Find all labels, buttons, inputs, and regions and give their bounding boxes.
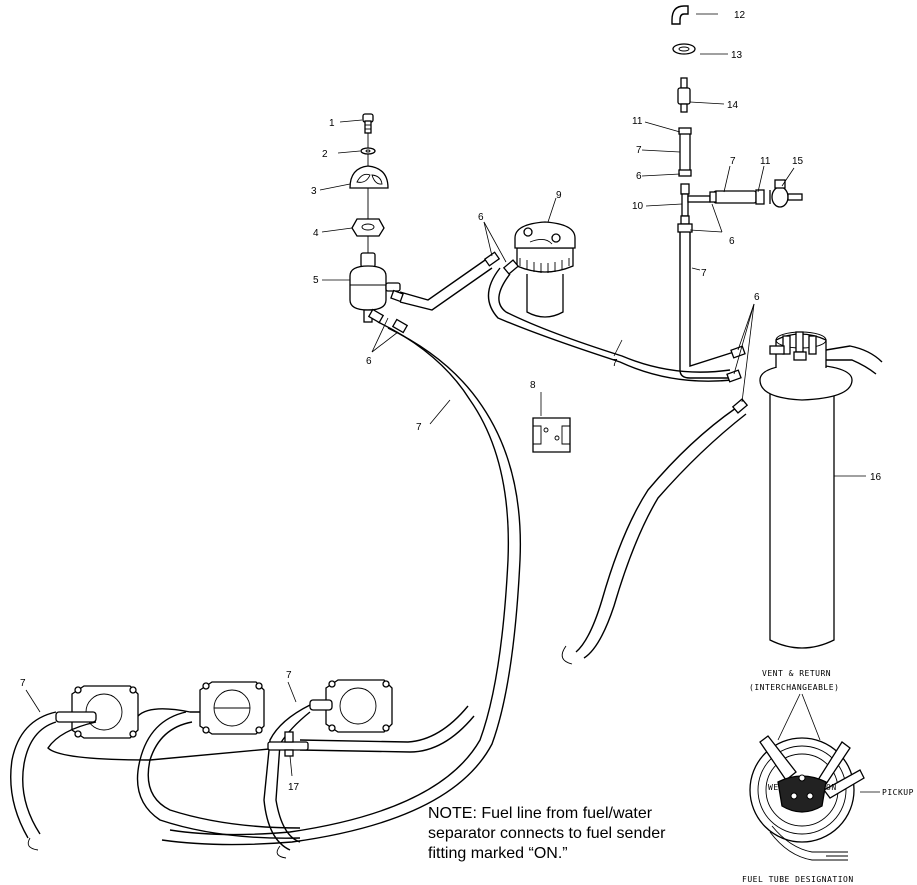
interchangeable-label: (INTERCHANGEABLE)	[749, 683, 839, 692]
we-marking: WE	[768, 783, 779, 792]
callout-3: 3	[311, 186, 317, 197]
carburetor-left	[55, 685, 139, 739]
callout-12: 12	[734, 10, 746, 21]
check-valve-part-14	[677, 77, 691, 113]
installation-note: NOTE: Fuel line from fuel/water separato…	[428, 804, 748, 864]
callout-6-sender: 6	[754, 292, 760, 303]
fuel-filter-assembly	[349, 113, 401, 323]
callout-10: 10	[632, 201, 644, 212]
fuel-tube-designation-caption: FUEL TUBE DESIGNATION	[742, 875, 854, 884]
callout-2: 2	[322, 149, 328, 160]
callout-9: 9	[556, 190, 562, 201]
clamp-part-13	[672, 43, 696, 55]
rollover-valve-part-15	[769, 179, 803, 208]
callout-7-side-hose: 7	[730, 156, 736, 167]
callout-1: 1	[329, 118, 335, 129]
callout-7-separator-hose: 7	[612, 358, 618, 369]
callout-7-vent-hose: 7	[701, 268, 707, 279]
side-hose-part-7-11	[709, 189, 765, 205]
vent-elbow-part-12	[671, 5, 689, 25]
callout-leaders	[25, 13, 866, 777]
water-separator-part-9	[514, 221, 576, 318]
vent-hose-segment-part-7	[678, 127, 692, 177]
tee-fitting-part-17	[267, 731, 309, 757]
note-line-1: NOTE: Fuel line from fuel/water	[428, 805, 653, 822]
bracket-part-3	[349, 165, 389, 189]
carburetor-middle	[199, 681, 265, 735]
gasket-part-4	[351, 218, 385, 237]
callout-14: 14	[727, 100, 739, 111]
callout-7-filter-hose: 7	[416, 422, 422, 433]
callout-numbers: 1 2 3 4 5 6 6 7 8 9 6 7 12 13 14 11 7 6 …	[20, 10, 882, 793]
note-line-2: separator connects to fuel sender	[428, 825, 666, 842]
callout-11-side: 11	[760, 156, 771, 167]
screw-part-1	[362, 113, 374, 134]
on-marking: ON	[826, 783, 837, 792]
carburetor-bank	[10, 679, 393, 859]
callout-6-tee: 6	[729, 236, 735, 247]
carburetor-right	[309, 679, 393, 733]
callout-8: 8	[530, 380, 536, 391]
callout-6-vent: 6	[636, 171, 642, 182]
callout-6-separator: 6	[478, 212, 484, 223]
callout-16: 16	[870, 472, 882, 483]
callout-17: 17	[288, 782, 300, 793]
callout-7-left-hose: 7	[20, 678, 26, 689]
callout-7-vent-segment: 7	[636, 145, 642, 156]
fuel-sender-tube-part-16	[759, 331, 883, 649]
pickup-label: PICKUP	[882, 788, 914, 797]
vent-line-fittings	[671, 5, 803, 379]
fuel-hoses	[161, 251, 749, 846]
tee-fitting-part-10	[680, 183, 711, 225]
fuel-tube-designation-detail: WE ON VENT & RETURN (INTERCHANGEABLE) PI…	[742, 669, 914, 884]
bracket-part-8	[532, 417, 571, 453]
washer-part-2	[360, 147, 376, 155]
filter-part-5	[349, 252, 401, 323]
callout-6-filter: 6	[366, 356, 372, 367]
vent-return-label: VENT & RETURN	[762, 669, 831, 678]
callout-15: 15	[792, 156, 804, 167]
note-line-3: fitting marked “ON.”	[428, 845, 568, 862]
callout-13: 13	[731, 50, 743, 61]
callout-7-carb-hose: 7	[286, 670, 292, 681]
callout-11-vent: 11	[632, 116, 643, 127]
callout-4: 4	[313, 228, 319, 239]
callout-5: 5	[313, 275, 319, 286]
